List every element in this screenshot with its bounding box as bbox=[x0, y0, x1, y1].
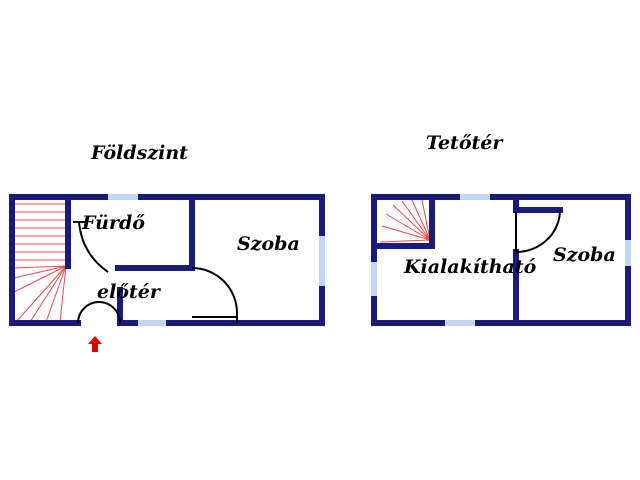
ground-floor-windows bbox=[108, 194, 325, 326]
attic-stairs bbox=[379, 199, 431, 243]
ground-floor-title: Földszint bbox=[90, 142, 188, 164]
attic-title: Tetőtér bbox=[426, 132, 504, 154]
room-label-bathroom: Fürdő bbox=[81, 212, 145, 234]
arrow-up-icon bbox=[88, 336, 102, 352]
room-label-room: Szoba bbox=[237, 233, 300, 255]
attic-door bbox=[515, 209, 561, 253]
room-label-attic-room: Szoba bbox=[553, 244, 616, 266]
room-label-hall: előtér bbox=[97, 281, 162, 303]
ground-floor-doors bbox=[73, 221, 238, 324]
attic-plan bbox=[371, 194, 631, 326]
ground-floor-plan bbox=[9, 194, 325, 352]
room-label-convertible: Kialakítható bbox=[403, 256, 537, 278]
attic-windows bbox=[371, 194, 631, 326]
ground-floor-stairs bbox=[13, 203, 67, 323]
